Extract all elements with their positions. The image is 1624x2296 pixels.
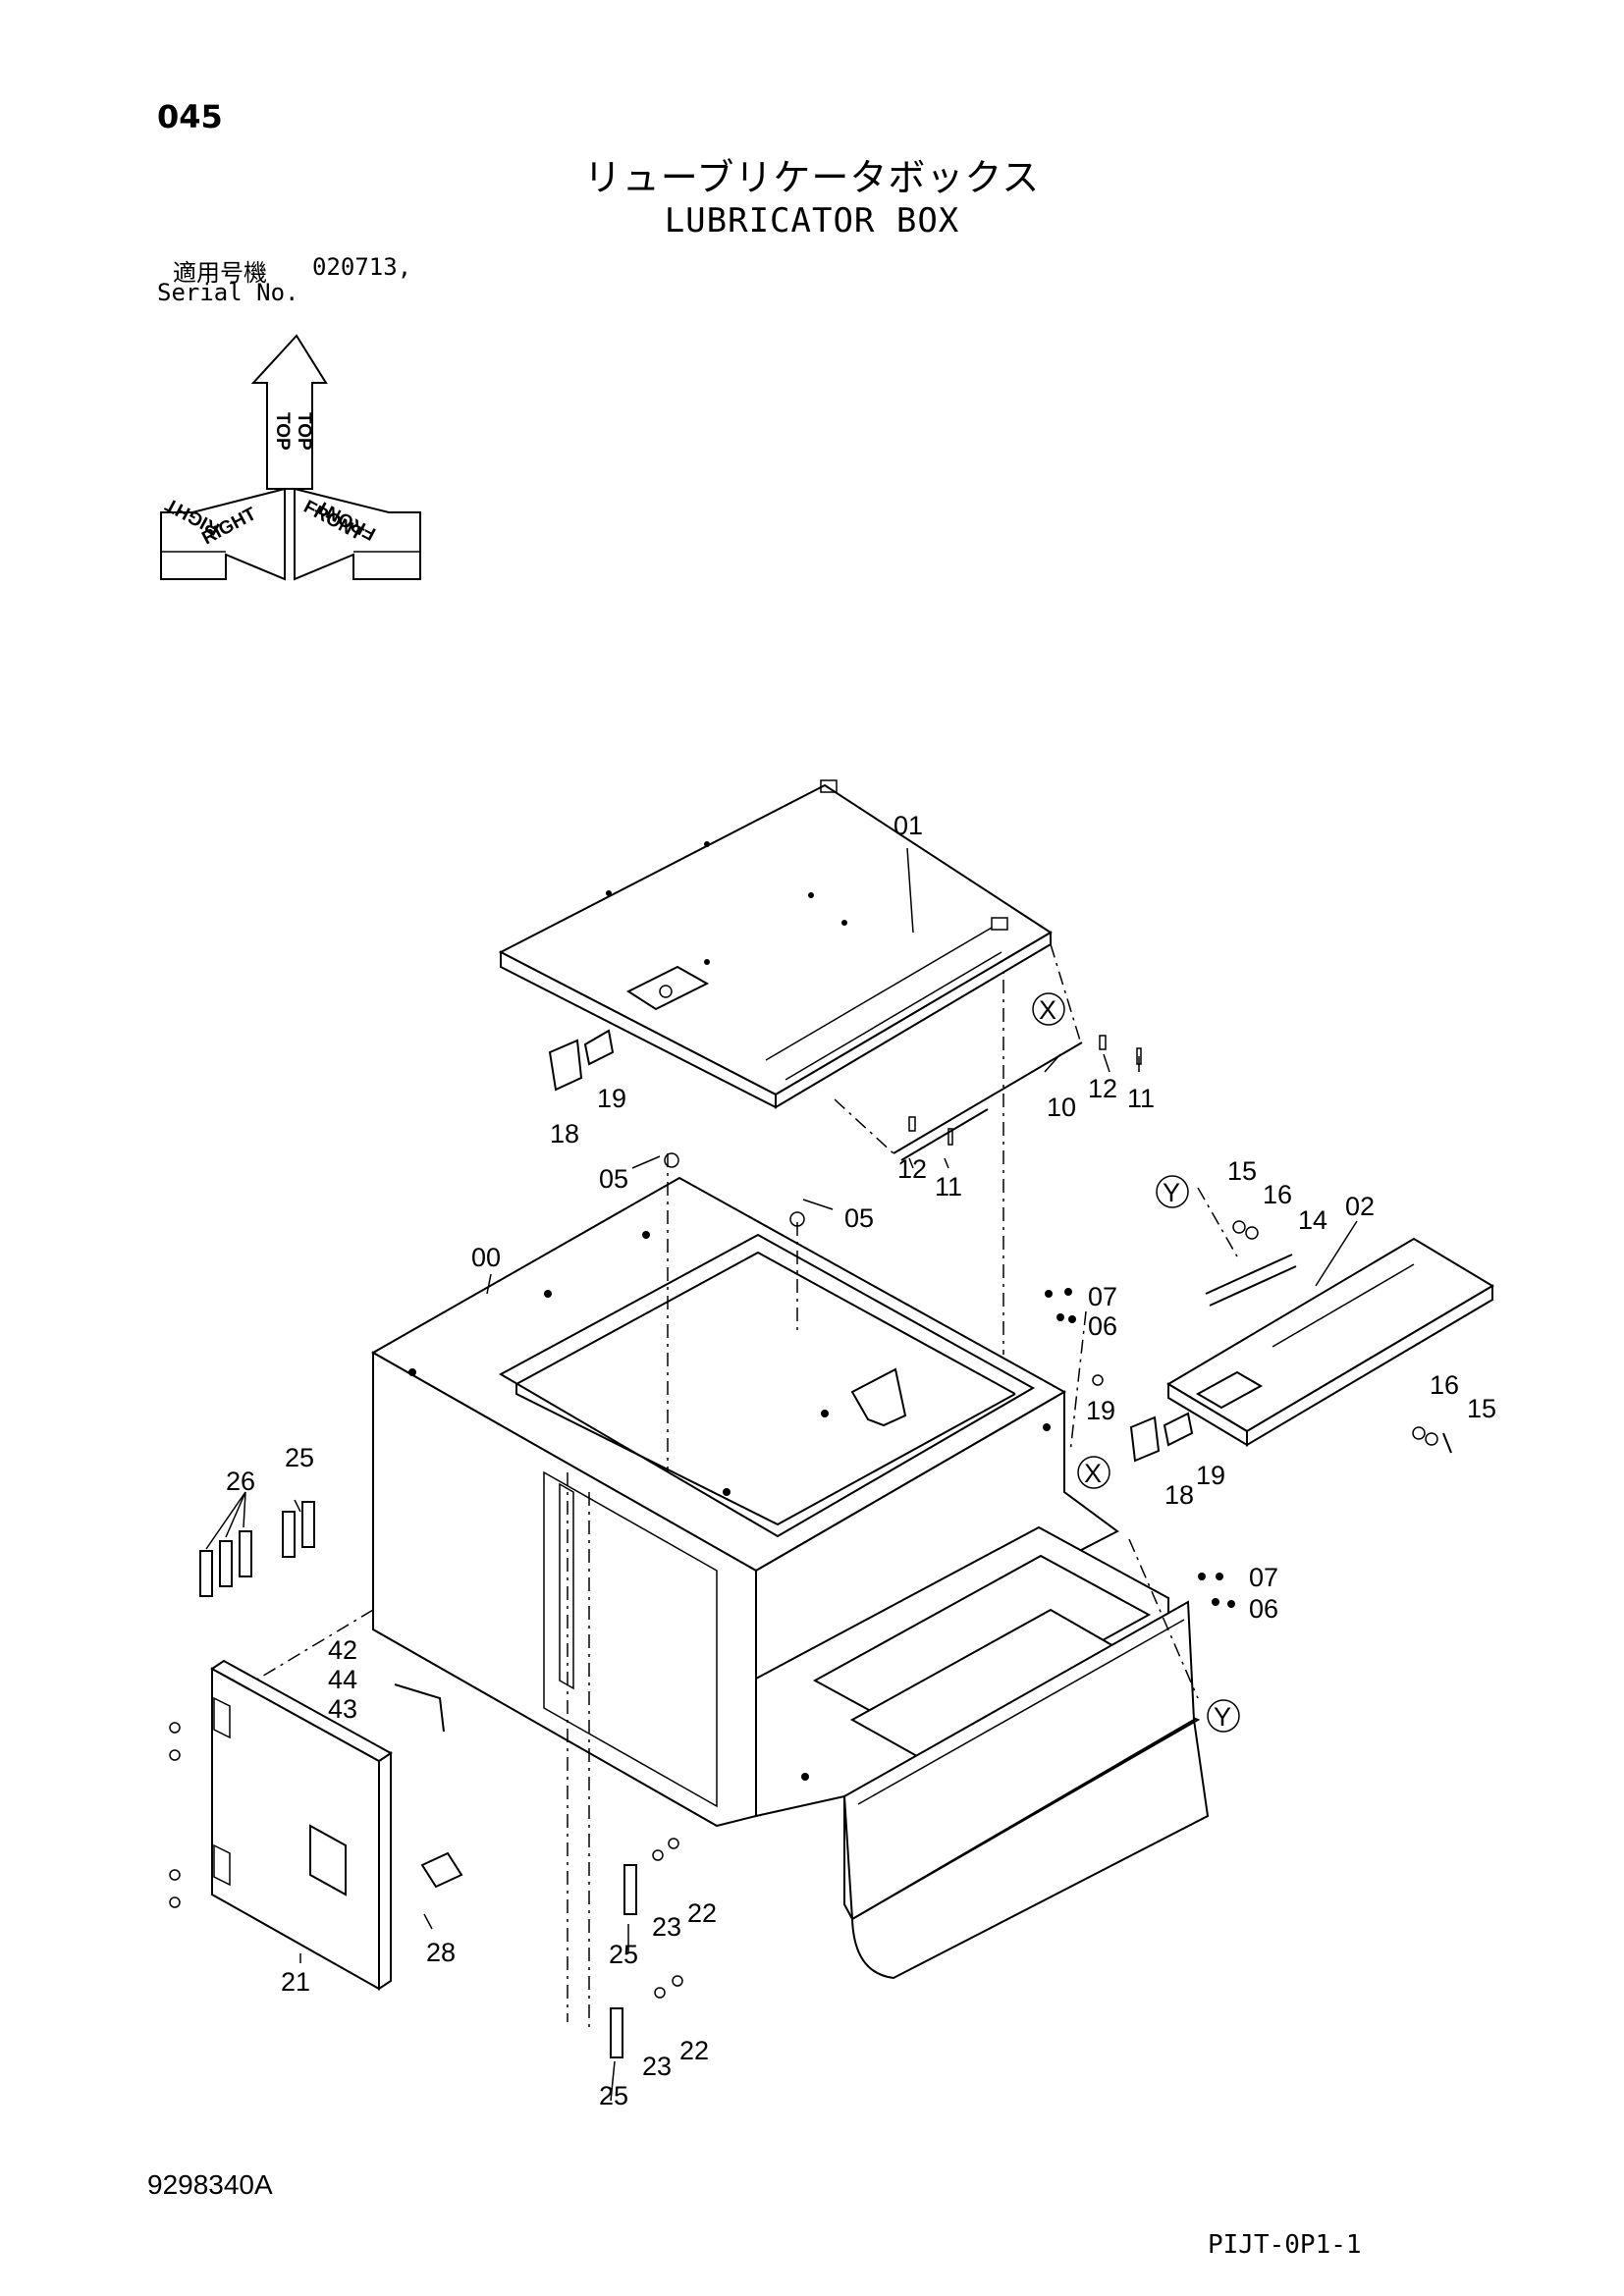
part-number-06-bottom: 06 <box>1249 1594 1278 1624</box>
fastener-markers <box>652 1152 1235 1999</box>
part-number-18-right: 18 <box>1164 1480 1194 1510</box>
part-number-25-bottom: 25 <box>599 2081 628 2110</box>
part-number-22-top: 22 <box>687 1898 717 1928</box>
orientation-top-label-2: TOP <box>294 412 314 451</box>
part-number-18-upper: 18 <box>550 1119 579 1148</box>
hinge-bracket-upper <box>548 1029 615 1092</box>
part-number-12-bottom: 12 <box>897 1154 927 1184</box>
part-number-07-top: 07 <box>1088 1282 1117 1311</box>
callout-x-top: X <box>1039 995 1056 1025</box>
part-number-19-right: 19 <box>1196 1461 1225 1490</box>
part-numbers: 01 02 00 05 05 10 12 11 12 11 19 18 07 0… <box>226 811 1496 2110</box>
lid-assembly <box>498 779 1053 1109</box>
right-arrow-icon <box>160 487 286 581</box>
part-number-23-top: 23 <box>652 1912 681 1942</box>
serial-label-english: Serial No. <box>157 279 299 306</box>
part-number-23-bottom: 23 <box>642 2052 672 2081</box>
part-number-19-middle: 19 <box>1086 1396 1115 1425</box>
serial-label-japanese: 適用号機 <box>173 259 267 287</box>
callout-x-bottom: X <box>1084 1459 1102 1488</box>
part-number-25-top: 25 <box>285 1443 314 1472</box>
shim-plates <box>199 1501 637 2058</box>
part-number-25-middle: 25 <box>609 1940 638 1969</box>
part-number-16-bottom: 16 <box>1430 1370 1459 1400</box>
part-number-05-left: 05 <box>599 1164 628 1194</box>
page-number: 045 <box>157 98 223 135</box>
drawing-number: 9298340A <box>147 2169 273 2200</box>
serial-value: 020713, <box>312 253 412 281</box>
orientation-indicator: TOP TOP RIGHT RIGHT FRONT FRONT <box>160 334 421 581</box>
part-number-06-top: 06 <box>1088 1311 1117 1341</box>
gas-spring <box>834 943 1142 1161</box>
leader-lines <box>205 847 1358 2102</box>
front-arrow-icon <box>294 487 421 581</box>
top-arrow-icon <box>250 334 328 490</box>
part-number-15-top: 15 <box>1227 1156 1257 1186</box>
sheet-code: PIJT-0P1-1 <box>1208 2230 1362 2260</box>
callout-y-bottom: Y <box>1214 1702 1231 1732</box>
orientation-top-label: TOP <box>272 412 293 451</box>
part-number-28: 28 <box>426 1938 456 1967</box>
part-number-44: 44 <box>328 1665 357 1694</box>
part-number-12-top: 12 <box>1088 1074 1117 1103</box>
part-number-42: 42 <box>328 1635 357 1665</box>
title-english: LUBRICATOR BOX <box>664 201 960 240</box>
part-number-21: 21 <box>281 1967 310 1997</box>
part-number-11-bottom: 11 <box>935 1172 962 1201</box>
part-number-14: 14 <box>1298 1205 1327 1235</box>
part-number-10: 10 <box>1047 1093 1076 1122</box>
part-number-02: 02 <box>1345 1192 1375 1221</box>
part-number-07-bottom: 07 <box>1249 1563 1278 1592</box>
part-number-01: 01 <box>893 811 923 840</box>
part-number-22-bottom: 22 <box>679 2036 709 2065</box>
part-number-15-bottom: 15 <box>1467 1394 1496 1423</box>
door-panel <box>169 1659 463 1991</box>
title-japanese: リューブリケータボックス <box>583 156 1041 199</box>
view-callouts: X X Y Y <box>1032 992 1240 1733</box>
part-number-00: 00 <box>471 1243 501 1272</box>
lubricator-box-body <box>225 923 1210 2032</box>
part-number-43: 43 <box>328 1694 357 1724</box>
part-number-26: 26 <box>226 1467 255 1496</box>
side-cover-assembly <box>1129 1187 1494 1463</box>
part-number-16-top: 16 <box>1263 1180 1292 1209</box>
part-number-11-top: 11 <box>1127 1084 1155 1113</box>
callout-y-top: Y <box>1163 1178 1180 1207</box>
part-number-05-right: 05 <box>844 1203 874 1233</box>
part-number-19-upper: 19 <box>597 1084 626 1113</box>
